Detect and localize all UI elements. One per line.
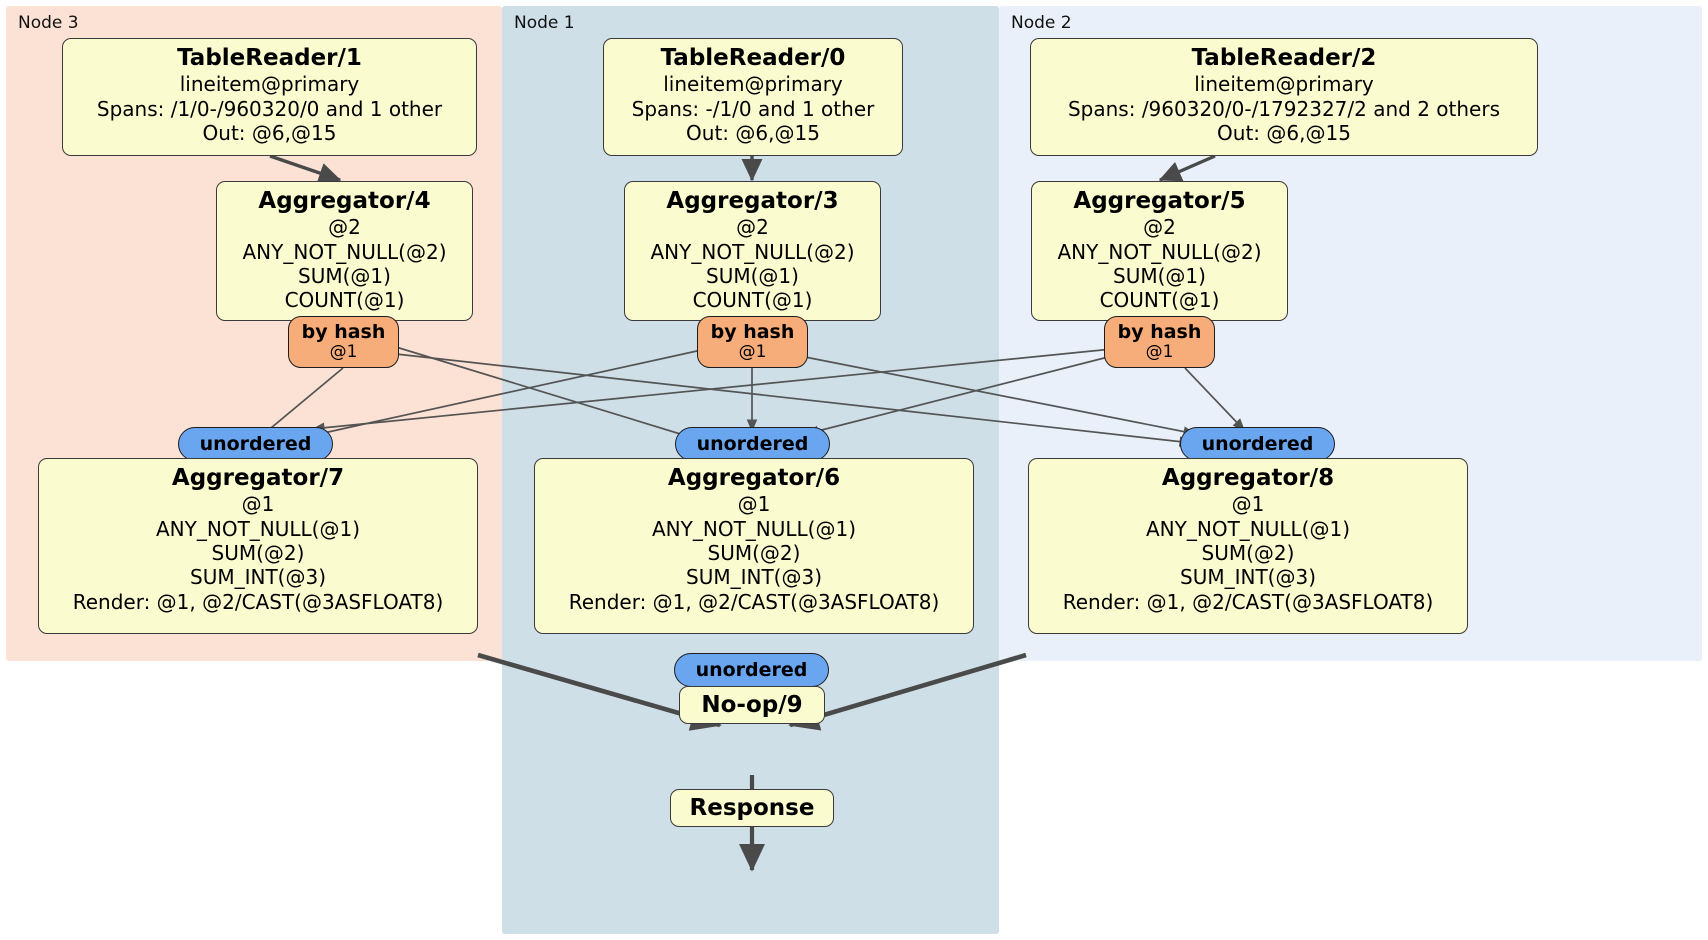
- processor-line: Out: @6,@15: [202, 121, 337, 146]
- badge-label: unordered: [199, 432, 312, 455]
- processor-noop-9[interactable]: No-op/9: [679, 686, 825, 724]
- processor-line: Spans: -/1/0 and 1 other: [631, 96, 875, 121]
- processor-line: lineitem@primary: [1194, 72, 1374, 97]
- processor-line: SUM_INT(@3): [1180, 565, 1316, 590]
- processor-title: TableReader/1: [177, 45, 362, 71]
- processor-line: @1: [1231, 492, 1265, 517]
- processor-title: Aggregator/3: [666, 188, 839, 214]
- processor-line: ANY_NOT_NULL(@2): [1057, 239, 1262, 264]
- processor-line: SUM(@2): [707, 541, 801, 566]
- processor-line: SUM(@1): [298, 264, 391, 289]
- node-panel-label-node3: Node 3: [18, 13, 79, 33]
- badge-label: unordered: [696, 432, 809, 455]
- processor-title: TableReader/2: [1191, 45, 1377, 71]
- processor-line: ANY_NOT_NULL(@2): [650, 239, 855, 264]
- processor-aggregator-8[interactable]: Aggregator/8 @1 ANY_NOT_NULL(@1) SUM(@2)…: [1028, 458, 1468, 634]
- processor-title: No-op/9: [701, 691, 803, 718]
- processor-title: Aggregator/6: [667, 465, 841, 491]
- processor-aggregator-5[interactable]: Aggregator/5 @2 ANY_NOT_NULL(@2) SUM(@1)…: [1031, 181, 1288, 321]
- processor-line: SUM_INT(@3): [190, 565, 326, 590]
- processor-line: ANY_NOT_NULL(@1): [652, 516, 856, 541]
- processor-tablereader-2[interactable]: TableReader/2 lineitem@primary Spans: /9…: [1030, 38, 1538, 156]
- processor-title: Aggregator/8: [1161, 465, 1335, 491]
- processor-aggregator-7[interactable]: Aggregator/7 @1 ANY_NOT_NULL(@1) SUM(@2)…: [38, 458, 478, 634]
- processor-title: Response: [689, 794, 815, 821]
- processor-render-line: Render: @1, @2/CAST(@3ASFLOAT8): [1062, 589, 1434, 614]
- processor-line: Out: @6,@15: [686, 121, 820, 146]
- processor-line: Out: @6,@15: [1217, 121, 1351, 146]
- processor-line: ANY_NOT_NULL(@1): [156, 516, 360, 541]
- processor-aggregator-4[interactable]: Aggregator/4 @2 ANY_NOT_NULL(@2) SUM(@1)…: [216, 181, 473, 321]
- processor-title: TableReader/0: [660, 45, 846, 71]
- processor-line: Spans: /1/0-/960320/0 and 1 other: [96, 96, 443, 121]
- processor-aggregator-3[interactable]: Aggregator/3 @2 ANY_NOT_NULL(@2) SUM(@1)…: [624, 181, 881, 321]
- badge-unordered-right[interactable]: unordered: [1180, 427, 1335, 461]
- processor-line: lineitem@primary: [179, 72, 360, 97]
- processor-line: @1: [737, 492, 771, 517]
- badge-sublabel: @1: [1145, 342, 1174, 363]
- processor-tablereader-1[interactable]: TableReader/1 lineitem@primary Spans: /1…: [62, 38, 477, 156]
- processor-line: @1: [241, 492, 275, 517]
- badge-unordered-mid[interactable]: unordered: [675, 427, 830, 461]
- processor-render-line: Render: @1, @2/CAST(@3ASFLOAT8): [568, 589, 940, 614]
- processor-line: @2: [1143, 215, 1176, 240]
- processor-line: ANY_NOT_NULL(@2): [242, 239, 447, 264]
- processor-title: Aggregator/7: [171, 465, 345, 491]
- processor-line: SUM(@2): [211, 541, 305, 566]
- processor-line: COUNT(@1): [1099, 288, 1220, 313]
- processor-aggregator-6[interactable]: Aggregator/6 @1 ANY_NOT_NULL(@1) SUM(@2)…: [534, 458, 974, 634]
- processor-tablereader-0[interactable]: TableReader/0 lineitem@primary Spans: -/…: [603, 38, 903, 156]
- badge-label: unordered: [695, 658, 808, 681]
- processor-render-line: Render: @1, @2/CAST(@3ASFLOAT8): [72, 589, 444, 614]
- badge-by-hash-mid[interactable]: by hash @1: [697, 316, 808, 368]
- processor-line: SUM_INT(@3): [686, 565, 822, 590]
- badge-label: by hash: [710, 321, 795, 344]
- processor-line: lineitem@primary: [663, 72, 843, 97]
- processor-line: ANY_NOT_NULL(@1): [1146, 516, 1350, 541]
- processor-line: SUM(@2): [1201, 541, 1295, 566]
- processor-response[interactable]: Response: [670, 789, 834, 827]
- node-panel-label-node2: Node 2: [1011, 13, 1072, 33]
- badge-by-hash-left[interactable]: by hash @1: [288, 316, 399, 368]
- processor-title: Aggregator/5: [1073, 188, 1246, 214]
- badge-sublabel: @1: [329, 342, 358, 363]
- badge-by-hash-right[interactable]: by hash @1: [1104, 316, 1215, 368]
- badge-unordered-final[interactable]: unordered: [674, 653, 829, 687]
- processor-line: COUNT(@1): [692, 288, 813, 313]
- badge-label: by hash: [1117, 321, 1202, 344]
- node-panel-label-node1: Node 1: [514, 13, 575, 33]
- badge-label: by hash: [301, 321, 386, 344]
- processor-title: Aggregator/4: [258, 188, 431, 214]
- processor-line: SUM(@1): [1113, 264, 1206, 289]
- badge-label: unordered: [1201, 432, 1314, 455]
- processor-line: Spans: /960320/0-/1792327/2 and 2 others: [1067, 96, 1500, 121]
- processor-line: COUNT(@1): [284, 288, 405, 313]
- badge-unordered-left[interactable]: unordered: [178, 427, 333, 461]
- processor-line: SUM(@1): [706, 264, 799, 289]
- badge-sublabel: @1: [738, 342, 767, 363]
- processor-line: @2: [328, 215, 361, 240]
- processor-line: @2: [736, 215, 769, 240]
